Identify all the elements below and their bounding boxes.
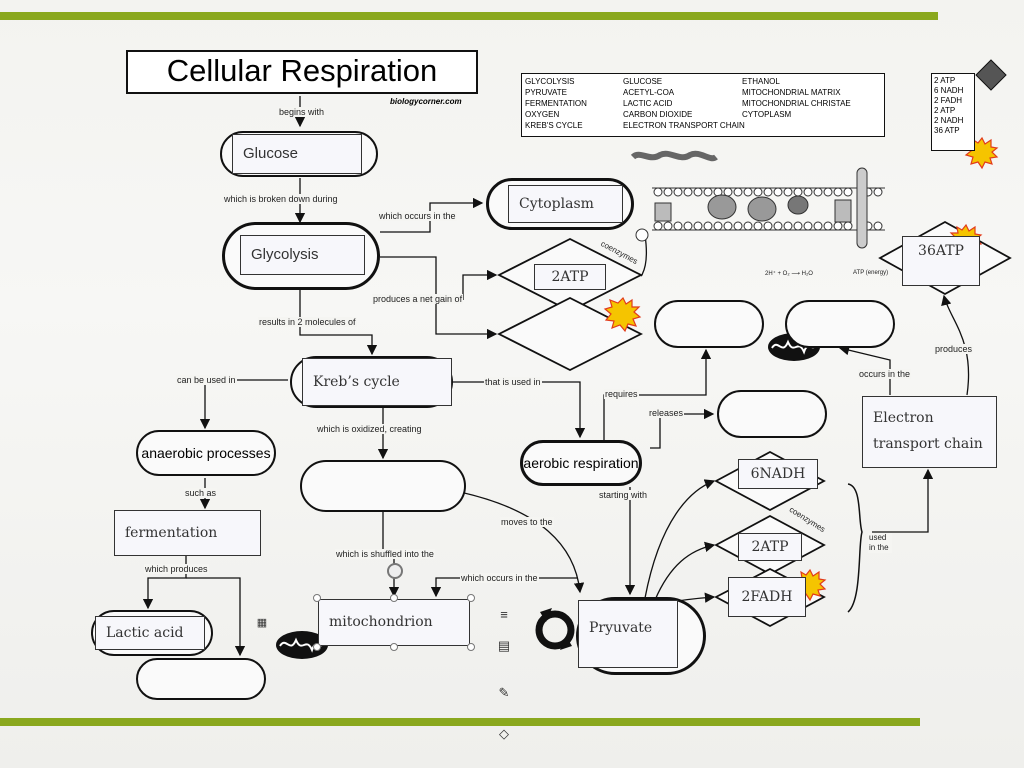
mitochondrion-textbox-selected[interactable]: mitochondrion bbox=[318, 599, 470, 646]
cycle-arrow-icon bbox=[535, 608, 575, 650]
label-begins-with: begins with bbox=[278, 107, 326, 117]
word-bank-term: GLYCOLYSIS bbox=[525, 77, 575, 86]
aerobic-oval[interactable]: aerobic respiration bbox=[520, 440, 642, 486]
word-bank-term: MITOCHONDRIAL MATRIX bbox=[742, 88, 841, 97]
label-occurs-in: which occurs in the bbox=[378, 211, 457, 221]
word-bank-term: ACETYL-COA bbox=[623, 88, 675, 97]
paste-options-icon[interactable]: ▦ bbox=[256, 616, 268, 629]
word-bank-term: OXYGEN bbox=[525, 110, 560, 119]
resize-handle[interactable] bbox=[467, 594, 475, 602]
nadh-6-textbox[interactable]: 6NADH bbox=[738, 459, 818, 489]
energy-key: 2 ATP 6 NADH 2 FADH 2 ATP 2 NADH 36 ATP bbox=[931, 73, 975, 151]
label-occurs-in-the: which occurs in the bbox=[460, 573, 539, 583]
resize-handle[interactable] bbox=[313, 594, 321, 602]
resize-handle[interactable] bbox=[467, 643, 475, 651]
rotate-handle-icon[interactable] bbox=[387, 563, 403, 579]
atp-36-textbox[interactable]: 36ATP bbox=[902, 236, 980, 286]
acetyl-coa-blank-oval[interactable] bbox=[300, 460, 466, 512]
page-title: Cellular Respiration bbox=[126, 50, 478, 94]
label-shuffled: which is shuffled into the bbox=[335, 549, 435, 559]
fadh-2-textbox[interactable]: 2FADH bbox=[728, 577, 806, 617]
word-bank-term: CARBON DIOXIDE bbox=[623, 110, 693, 119]
credit-text: biologycorner.com bbox=[390, 97, 462, 106]
energy-key-item: 2 NADH bbox=[934, 116, 964, 125]
label-which-produces: which produces bbox=[144, 564, 209, 574]
anaerobic-oval[interactable]: anaerobic processes bbox=[136, 430, 276, 476]
energy-key-item: 6 NADH bbox=[934, 86, 964, 95]
word-bank-term: ELECTRON TRANSPORT CHAIN bbox=[623, 121, 745, 130]
energy-key-item: 2 FADH bbox=[934, 96, 963, 105]
label-such-as: such as bbox=[184, 488, 218, 498]
label-moves-to: moves to the bbox=[500, 517, 554, 527]
cytoplasm-textbox[interactable]: Cytoplasm bbox=[508, 185, 623, 223]
word-bank-term: ETHANOL bbox=[742, 77, 780, 86]
krebs-textbox[interactable]: Kreb’s cycle bbox=[302, 358, 452, 406]
co2-blank-oval[interactable] bbox=[717, 390, 827, 438]
word-bank-term: PYRUVATE bbox=[525, 88, 567, 97]
resize-handle[interactable] bbox=[390, 594, 398, 602]
energy-key-item: 2 ATP bbox=[934, 76, 956, 85]
word-bank-column-3: ETHANOL MITOCHONDRIAL MATRIX MITOCHONDRI… bbox=[742, 76, 851, 120]
word-bank-term: FERMENTATION bbox=[525, 99, 587, 108]
label-releases: releases bbox=[648, 408, 685, 418]
atp-2-mid-textbox[interactable]: 2ATP bbox=[738, 533, 802, 561]
lactic-acid-textbox[interactable]: Lactic acid bbox=[95, 616, 205, 650]
ethanol-blank-oval[interactable] bbox=[136, 658, 266, 700]
word-bank-column-1: GLYCOLYSIS PYRUVATE FERMENTATION OXYGEN … bbox=[525, 76, 587, 131]
label-occurs-in-etc: occurs in the bbox=[858, 369, 912, 379]
glycolysis-textbox[interactable]: Glycolysis bbox=[240, 235, 365, 275]
format-shape-icon[interactable]: ▤ bbox=[497, 638, 511, 653]
atp-energy-text: ATP (energy) bbox=[853, 270, 889, 276]
label-produces: produces bbox=[934, 344, 974, 354]
electron-transport-membrane-illustration bbox=[630, 150, 885, 249]
label-that-is-used: that is used in bbox=[484, 377, 542, 387]
word-bank-term: MITOCHONDRIAL CHRISTAE bbox=[742, 99, 851, 108]
label-can-be-used: can be used in bbox=[176, 375, 237, 385]
label-starting-with: starting with bbox=[598, 490, 649, 500]
layout-options-icon[interactable]: ≡ bbox=[500, 606, 508, 622]
word-bank-term: GLUCOSE bbox=[623, 77, 663, 86]
etc-textbox[interactable]: Electron transport chain bbox=[862, 396, 997, 468]
label-broken-down: which is broken down during bbox=[223, 194, 339, 204]
energy-key-item: 36 ATP bbox=[934, 126, 960, 135]
label-used-in-the: used in the bbox=[868, 533, 892, 553]
label-oxidized: which is oxidized, creating bbox=[316, 424, 423, 434]
energy-key-item: 2 ATP bbox=[934, 106, 956, 115]
fermentation-textbox[interactable]: fermentation bbox=[114, 510, 261, 556]
oxygen-blank-oval[interactable] bbox=[654, 300, 764, 348]
word-bank: GLYCOLYSIS PYRUVATE FERMENTATION OXYGEN … bbox=[521, 73, 885, 137]
top-green-band bbox=[0, 12, 938, 20]
word-bank-term: KREB'S CYCLE bbox=[525, 121, 583, 130]
cristae-blank-oval[interactable] bbox=[785, 300, 895, 348]
word-bank-term: CYTOPLASM bbox=[742, 110, 792, 119]
membrane-equation-text: 2H⁺ + O₂ ⟶ H₂O bbox=[765, 271, 813, 277]
resize-handle[interactable] bbox=[313, 643, 321, 651]
fill-bucket-icon[interactable]: ◇ bbox=[499, 726, 509, 741]
pyruvate-textbox[interactable]: Pryuvate bbox=[578, 600, 678, 668]
label-requires: requires bbox=[604, 389, 639, 399]
atp-2-top-textbox[interactable]: 2ATP bbox=[534, 264, 606, 290]
word-bank-term: LACTIC ACID bbox=[623, 99, 673, 108]
bottom-green-band bbox=[0, 718, 920, 726]
label-produces-net: produces a net gain of bbox=[372, 294, 464, 304]
word-bank-column-2: GLUCOSE ACETYL-COA LACTIC ACID CARBON DI… bbox=[623, 76, 745, 131]
pen-icon[interactable]: ✎ bbox=[498, 685, 510, 700]
resize-handle[interactable] bbox=[390, 643, 398, 651]
glucose-textbox[interactable]: Glucose bbox=[232, 134, 362, 174]
label-results-in: results in 2 molecules of bbox=[258, 317, 357, 327]
